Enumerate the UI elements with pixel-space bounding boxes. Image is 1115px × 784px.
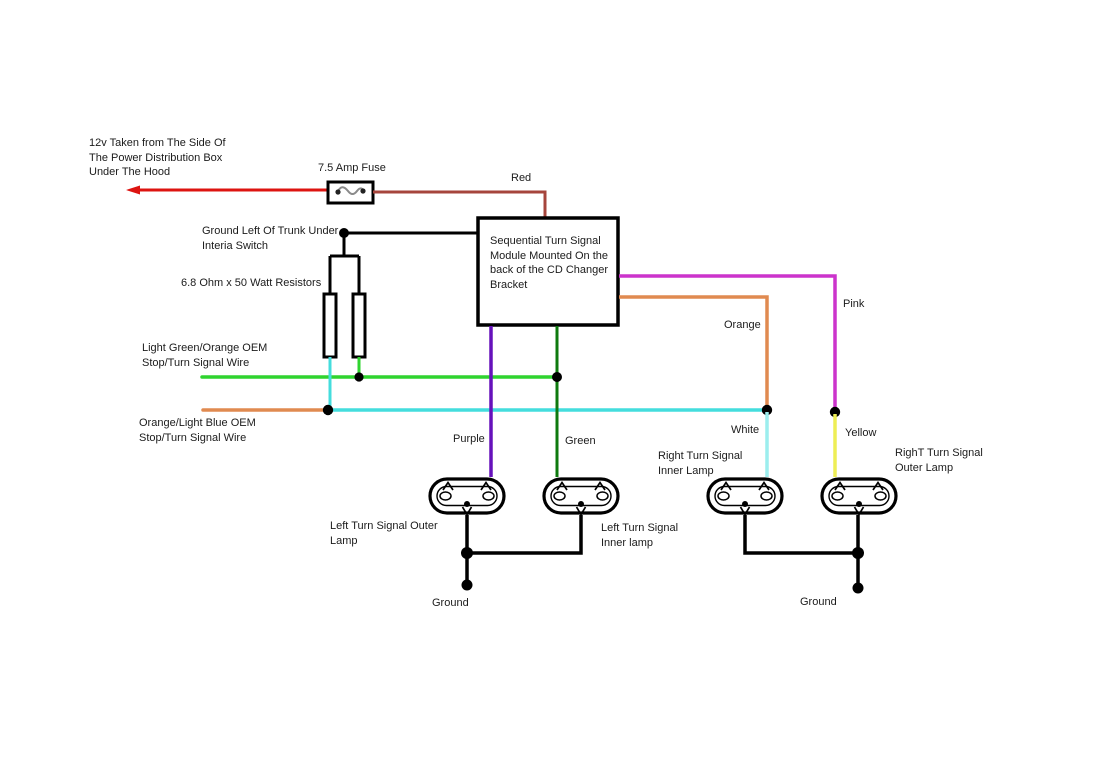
junction-dot-green-resistor <box>354 372 364 382</box>
pink-module-wire <box>619 274 837 411</box>
left-outer-line1: Left Turn Signal Outer <box>330 520 438 532</box>
lamp-right-inner <box>706 477 784 517</box>
junction-dot-ground-trunk <box>339 228 349 238</box>
right-outer-lamp-label: RighT Turn Signal Outer Lamp <box>895 446 983 475</box>
oem-orange-line1: Orange/Light Blue OEM <box>139 417 256 429</box>
left-outer-line2: Lamp <box>330 534 358 547</box>
left-inner-line1: Left Turn Signal <box>601 522 679 534</box>
lamp-left-outer <box>428 477 506 517</box>
power-source-line2: The Power Distribution Box <box>89 151 223 164</box>
module-label: Sequential Turn Signal Module Mounted On… <box>490 234 608 292</box>
oem-green-line1: Light Green/Orange OEM <box>142 342 268 354</box>
resistor-left <box>322 292 338 359</box>
resistor-right <box>351 292 367 359</box>
power-source-line3: Under The Hood <box>89 166 171 179</box>
module-line3: back of the CD Changer <box>490 264 609 277</box>
power-source-line1: 12v Taken from The Side Of <box>89 137 226 149</box>
junction-dot-orange-cyan <box>322 404 334 416</box>
module-line1: Sequential Turn Signal <box>490 235 601 247</box>
right-inner-line1: Right Turn Signal <box>658 450 743 462</box>
module-line4: Bracket <box>490 278 528 291</box>
left-inner-lamp-label: Left Turn Signal Inner lamp <box>601 521 678 550</box>
right-inner-line2: Inner Lamp <box>658 464 714 477</box>
oem-green-label: Light Green/Orange OEM Stop/Turn Signal … <box>142 341 267 370</box>
left-inner-line2: Inner lamp <box>601 536 653 549</box>
pink-wire-label: Pink <box>843 298 865 310</box>
lamp-right-outer <box>820 477 898 517</box>
power-source-label: 12v Taken from The Side Of The Power Dis… <box>89 136 226 180</box>
red-wire-label: Red <box>511 172 532 184</box>
oem-green-line2: Stop/Turn Signal Wire <box>142 356 250 369</box>
ground-trunk-wire <box>328 231 478 295</box>
ground-right-label: Ground <box>800 596 837 608</box>
junction-dot-left-lamps <box>461 547 473 559</box>
ground-trunk-line2: Interia Switch <box>202 239 269 252</box>
orange-wire-label: Orange <box>724 319 761 331</box>
fuse-terminal-dot <box>360 188 366 194</box>
right-outer-line2: Outer Lamp <box>895 461 954 474</box>
right-lamps-ground-wire <box>743 515 860 588</box>
resistors-label: 6.8 Ohm x 50 Watt Resistors <box>181 277 322 289</box>
lamp-left-inner <box>542 477 620 517</box>
fuse-element <box>336 186 365 195</box>
left-outer-lamp-label: Left Turn Signal Outer Lamp <box>330 519 438 548</box>
fuse-terminal-dot <box>335 189 341 195</box>
module-line2: Module Mounted On the <box>490 249 609 262</box>
orange-module-wire <box>619 295 769 409</box>
ground-terminal-left <box>461 579 473 591</box>
fuse-label: 7.5 Amp Fuse <box>318 162 386 174</box>
junction-dot-right-lamps <box>852 547 864 559</box>
purple-wire-label: Purple <box>453 433 485 445</box>
module-box <box>476 216 620 327</box>
oem-orange-line2: Stop/Turn Signal Wire <box>139 431 247 444</box>
yellow-wire-label: Yellow <box>845 427 877 439</box>
oem-orange-label: Orange/Light Blue OEM Stop/Turn Signal W… <box>139 416 256 445</box>
junction-dot-green-oem <box>552 372 562 382</box>
ground-terminal-right <box>852 582 864 594</box>
ground-left-label: Ground <box>432 597 469 609</box>
right-inner-lamp-label: Right Turn Signal Inner Lamp <box>658 449 742 478</box>
left-lamps-ground-wire <box>465 515 583 585</box>
white-wire-label: White <box>731 424 760 436</box>
junction-dot-pink-yellow <box>829 406 841 418</box>
green-wire-label: Green <box>565 435 596 447</box>
ground-trunk-label: Ground Left Of Trunk Under Interia Switc… <box>202 224 338 253</box>
ground-trunk-line1: Ground Left Of Trunk Under <box>202 225 339 237</box>
red-module-wire <box>373 190 547 219</box>
junction-dot-cyan-orange <box>761 404 773 416</box>
right-outer-line1: RighT Turn Signal <box>895 447 983 459</box>
red-wire-arrowhead <box>126 185 140 195</box>
